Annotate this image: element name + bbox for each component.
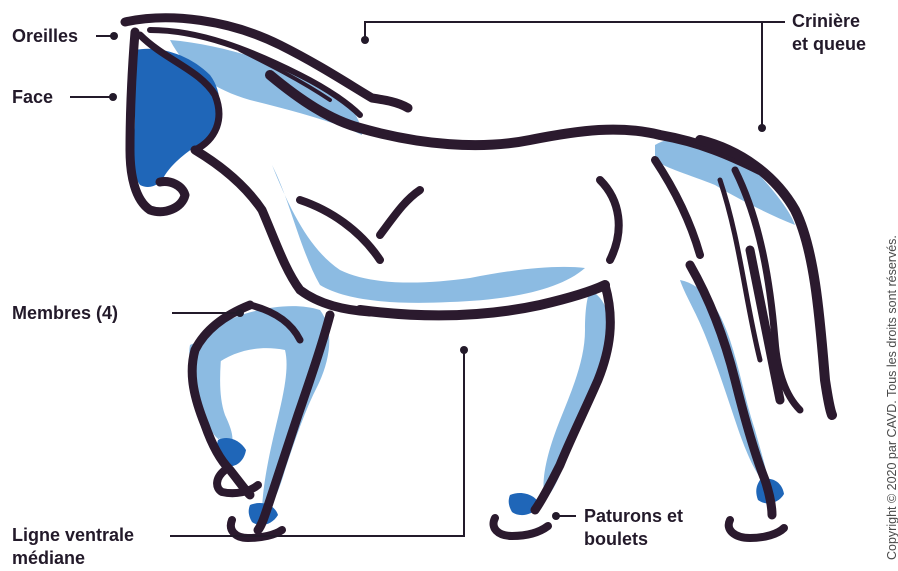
leader-pastern-dot: [552, 512, 560, 520]
leader-mane: [365, 22, 785, 40]
label-mane-tail-line1: Crinière: [792, 10, 860, 32]
leader-face-dot: [109, 93, 117, 101]
label-ventral-line2: médiane: [12, 547, 85, 569]
leader-ventral-dot: [460, 346, 468, 354]
leader-tail-dot: [758, 124, 766, 132]
label-pastern-line1: Paturons et: [584, 505, 683, 527]
label-pastern-line2: boulets: [584, 528, 648, 550]
leader-mane-dot: [361, 36, 369, 44]
chest-belly-highlight: [272, 165, 585, 303]
label-ventral-line1: Ligne ventrale: [12, 524, 134, 546]
leader-limbs-dot: [236, 309, 244, 317]
label-mane-tail-line2: et queue: [792, 33, 866, 55]
leader-ears-dot: [110, 32, 118, 40]
label-ears: Oreilles: [12, 25, 78, 47]
label-limbs: Membres (4): [12, 302, 118, 324]
pastern-fetlock-regions: [217, 438, 784, 525]
copyright-notice: Copyright © 2020 par CAVD. Tous les droi…: [885, 235, 898, 560]
label-face: Face: [12, 86, 53, 108]
